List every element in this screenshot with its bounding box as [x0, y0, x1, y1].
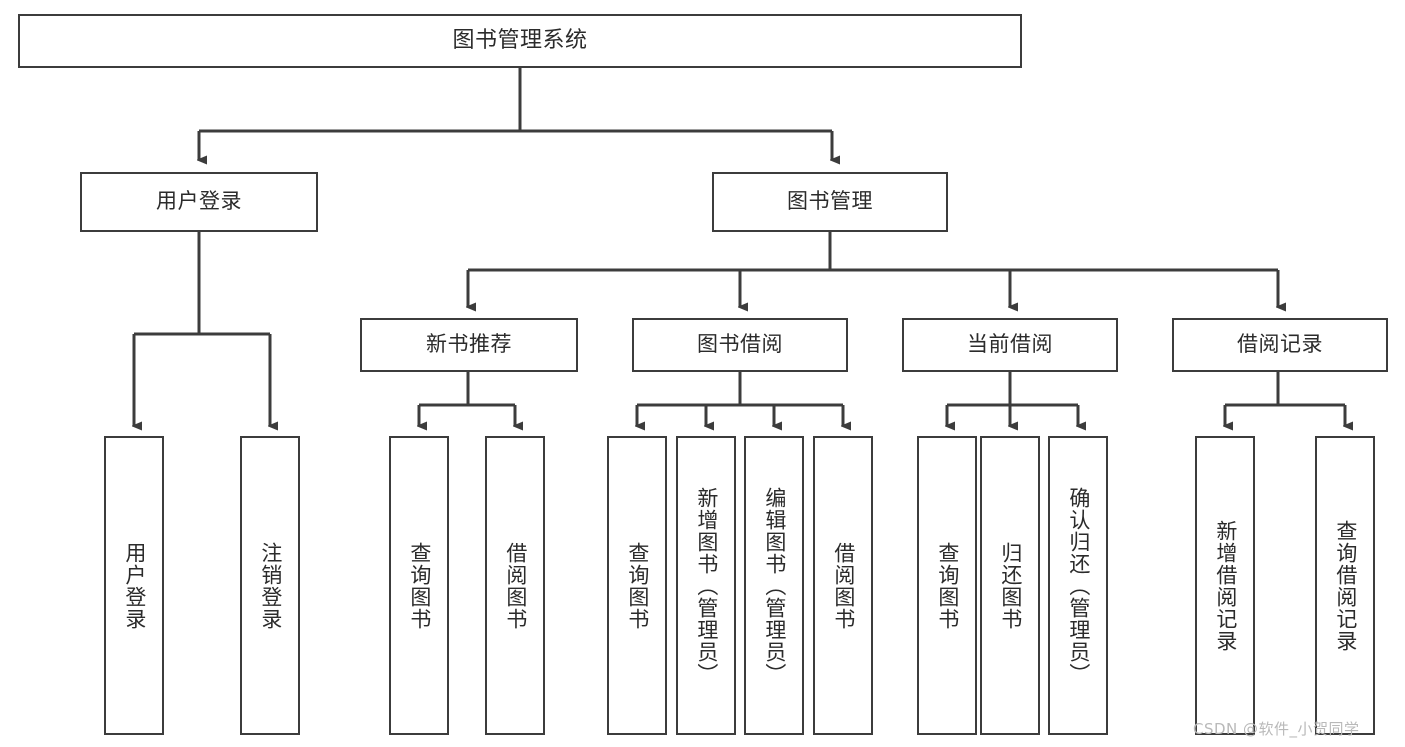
node-new-book-recommend[interactable]: 新书推荐: [360, 318, 578, 372]
leaf-label: 查询图书: [625, 541, 650, 630]
node-label: 用户登录: [156, 189, 242, 214]
leaf-label: 查询图书: [935, 541, 960, 630]
leaf-label: 查询图书: [407, 541, 432, 630]
leaf-label: 确认归还（管理员）: [1066, 486, 1091, 685]
node-root-system[interactable]: 图书管理系统: [18, 14, 1022, 68]
leaf-label: 用户登录: [122, 541, 147, 630]
node-book-management[interactable]: 图书管理: [712, 172, 948, 232]
node-label: 图书借阅: [697, 332, 783, 357]
leaf-records-query-record[interactable]: 查询借阅记录: [1315, 436, 1375, 735]
leaf-borrow-borrow-book[interactable]: 借阅图书: [813, 436, 873, 735]
node-label: 新书推荐: [426, 332, 512, 357]
leaf-label: 归还图书: [998, 541, 1023, 630]
leaf-label: 借阅图书: [503, 541, 528, 630]
node-user-login[interactable]: 用户登录: [80, 172, 318, 232]
leaf-label: 编辑图书（管理员）: [762, 486, 787, 685]
leaf-records-add-record[interactable]: 新增借阅记录: [1195, 436, 1255, 735]
node-book-borrow[interactable]: 图书借阅: [632, 318, 848, 372]
leaf-newbook-query-book[interactable]: 查询图书: [389, 436, 449, 735]
watermark: CSDN @软件_小贺同学: [1193, 720, 1360, 738]
leaf-label: 新增图书（管理员）: [694, 486, 719, 685]
node-label: 图书管理系统: [452, 27, 588, 53]
leaf-current-confirm-return-admin[interactable]: 确认归还（管理员）: [1048, 436, 1108, 735]
leaf-user-logout[interactable]: 注销登录: [240, 436, 300, 735]
node-current-borrow[interactable]: 当前借阅: [902, 318, 1118, 372]
leaf-label: 查询借阅记录: [1333, 519, 1358, 652]
leaf-user-login[interactable]: 用户登录: [104, 436, 164, 735]
leaf-current-return-book[interactable]: 归还图书: [980, 436, 1040, 735]
node-label: 图书管理: [787, 189, 873, 214]
leaf-label: 注销登录: [258, 541, 283, 630]
leaf-current-query-book[interactable]: 查询图书: [917, 436, 977, 735]
node-label: 当前借阅: [967, 332, 1053, 357]
leaf-label: 借阅图书: [831, 541, 856, 630]
node-label: 借阅记录: [1237, 332, 1323, 357]
leaf-borrow-add-book-admin[interactable]: 新增图书（管理员）: [676, 436, 736, 735]
node-borrow-records[interactable]: 借阅记录: [1172, 318, 1388, 372]
leaf-label: 新增借阅记录: [1213, 519, 1238, 652]
leaf-borrow-edit-book-admin[interactable]: 编辑图书（管理员）: [744, 436, 804, 735]
leaf-borrow-query-book[interactable]: 查询图书: [607, 436, 667, 735]
leaf-newbook-borrow-book[interactable]: 借阅图书: [485, 436, 545, 735]
